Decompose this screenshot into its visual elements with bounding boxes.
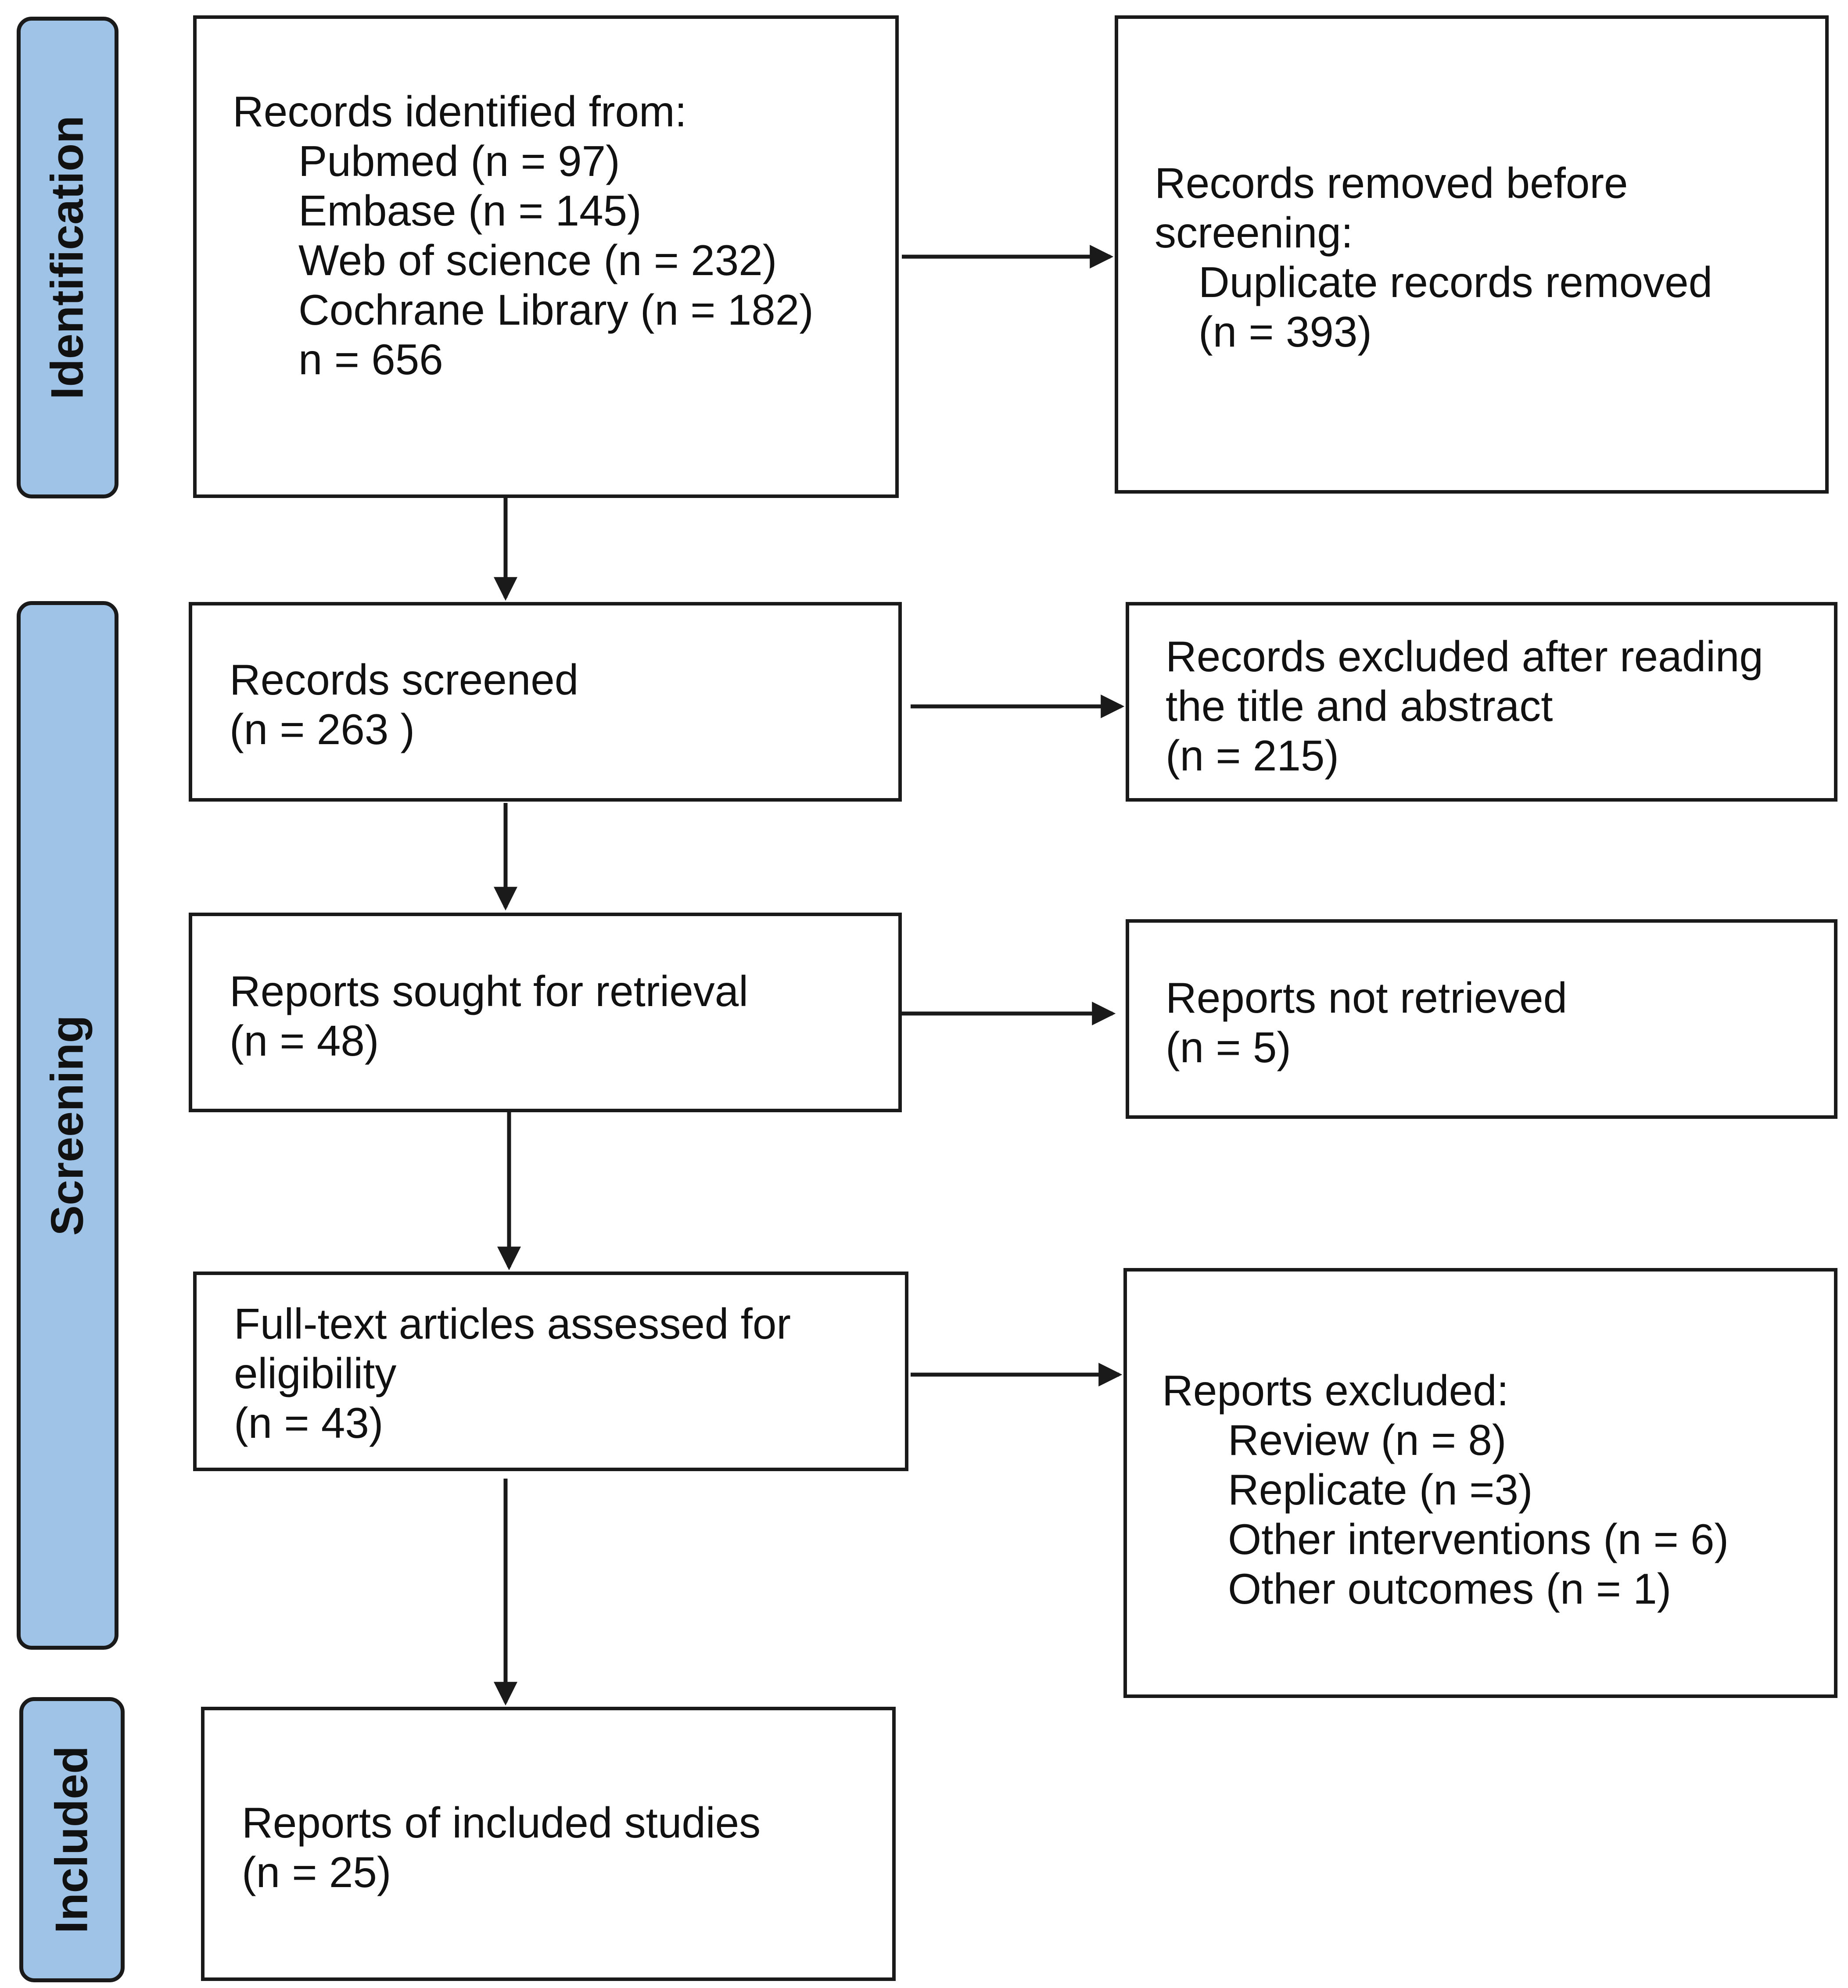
- records-identified-total: n = 656: [298, 335, 443, 383]
- records-screened-box: Records screened (n = 263 ): [189, 602, 902, 802]
- records-removed-box: Records removed before screening: Duplic…: [1115, 15, 1829, 494]
- full-text-assessed-line1: Full-text articles assessed for: [234, 1300, 791, 1348]
- records-excluded-line2: the title and abstract: [1166, 682, 1553, 730]
- reports-not-retrieved-box: Reports not retrieved (n = 5): [1126, 919, 1837, 1119]
- source-pubmed: Pubmed (n = 97): [298, 137, 620, 185]
- source-cochrane: Cochrane Library (n = 182): [298, 286, 814, 334]
- source-web-of-science: Web of science (n = 232): [298, 236, 777, 284]
- reason-other-outcomes: Other outcomes (n = 1): [1228, 1565, 1672, 1613]
- phase-included: Included: [19, 1697, 125, 1982]
- records-excluded-count: (n = 215): [1166, 731, 1339, 780]
- reports-not-retrieved-count: (n = 5): [1166, 1023, 1291, 1071]
- included-studies-label: Reports of included studies: [242, 1798, 761, 1847]
- records-removed-line2: screening:: [1155, 208, 1353, 257]
- full-text-assessed-count: (n = 43): [234, 1399, 384, 1447]
- reason-review: Review (n = 8): [1228, 1416, 1507, 1464]
- reports-excluded-heading: Reports excluded:: [1162, 1366, 1509, 1415]
- source-embase: Embase (n = 145): [298, 186, 642, 235]
- records-excluded-box: Records excluded after reading the title…: [1126, 602, 1837, 802]
- included-studies-box: Reports of included studies (n = 25): [201, 1707, 896, 1981]
- phase-identification: Identification: [17, 17, 118, 498]
- full-text-assessed-box: Full-text articles assessed for eligibil…: [193, 1272, 908, 1471]
- records-screened-count: (n = 263 ): [230, 705, 415, 753]
- phase-screening: Screening: [17, 601, 118, 1650]
- included-studies-count: (n = 25): [242, 1848, 391, 1896]
- full-text-assessed-line2: eligibility: [234, 1349, 397, 1397]
- reason-replicate: Replicate (n =3): [1228, 1465, 1533, 1514]
- records-identified-box: Records identified from: Pubmed (n = 97)…: [193, 15, 899, 498]
- records-identified-heading: Records identified from:: [233, 87, 687, 136]
- reports-excluded-box: Reports excluded: Review (n = 8) Replica…: [1123, 1268, 1837, 1698]
- records-removed-count: (n = 393): [1199, 308, 1372, 356]
- records-removed-line3: Duplicate records removed: [1199, 258, 1713, 306]
- reason-other-interventions: Other interventions (n = 6): [1228, 1515, 1729, 1563]
- records-removed-line1: Records removed before: [1155, 159, 1628, 207]
- reports-not-retrieved-label: Reports not retrieved: [1166, 974, 1568, 1022]
- records-screened-label: Records screened: [230, 656, 579, 704]
- reports-sought-count: (n = 48): [230, 1017, 379, 1065]
- records-excluded-line1: Records excluded after reading: [1166, 632, 1763, 681]
- reports-sought-label: Reports sought for retrieval: [230, 967, 748, 1015]
- reports-sought-box: Reports sought for retrieval (n = 48): [189, 913, 902, 1112]
